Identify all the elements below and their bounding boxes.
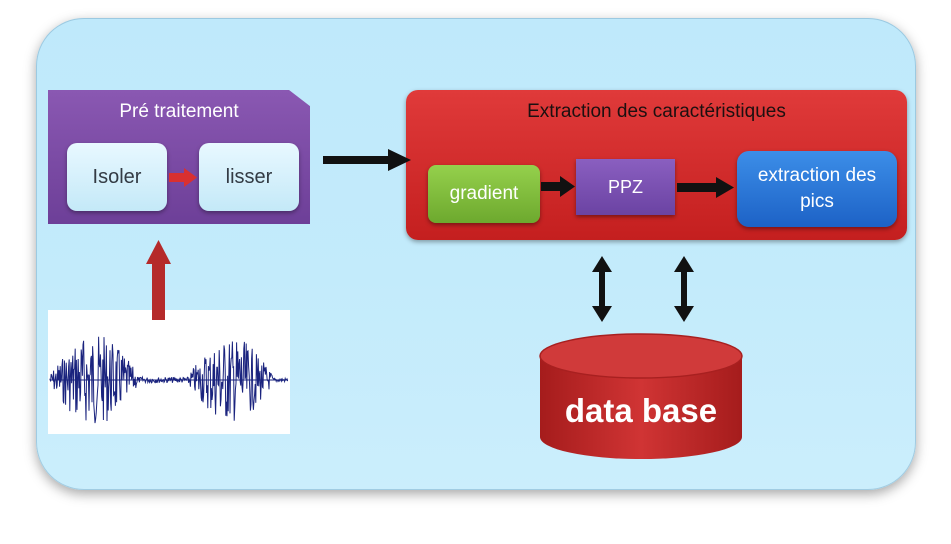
waveform-trace	[49, 336, 289, 424]
double-vertical-arrow-icon	[674, 256, 694, 322]
ppz-step: PPZ	[576, 159, 675, 215]
isoler-to-lisser-arrow-icon	[169, 168, 197, 187]
isoler-step: Isoler	[67, 143, 167, 211]
double-vertical-arrow-icon	[592, 256, 612, 322]
preprocessing-title: Pré traitement	[119, 101, 239, 122]
gradient-to-ppz-arrow-icon	[541, 176, 575, 197]
signal-waveform-icon	[49, 336, 289, 424]
feature-extraction-title: Extraction des caractéristiques	[527, 101, 786, 122]
peak-extraction-step: extraction des pics	[737, 151, 897, 227]
waveform-to-preprocessing-arrow-icon	[146, 240, 171, 320]
preprocessing-to-extraction-arrow-icon	[323, 149, 411, 171]
ppz-to-peak-extraction-arrow-icon	[677, 177, 734, 198]
lisser-step: lisser	[199, 143, 299, 211]
signal-waveform-image	[48, 310, 290, 434]
gradient-step: gradient	[428, 165, 540, 223]
database-cylinder-icon	[539, 333, 743, 459]
database-label: data base	[564, 392, 718, 429]
